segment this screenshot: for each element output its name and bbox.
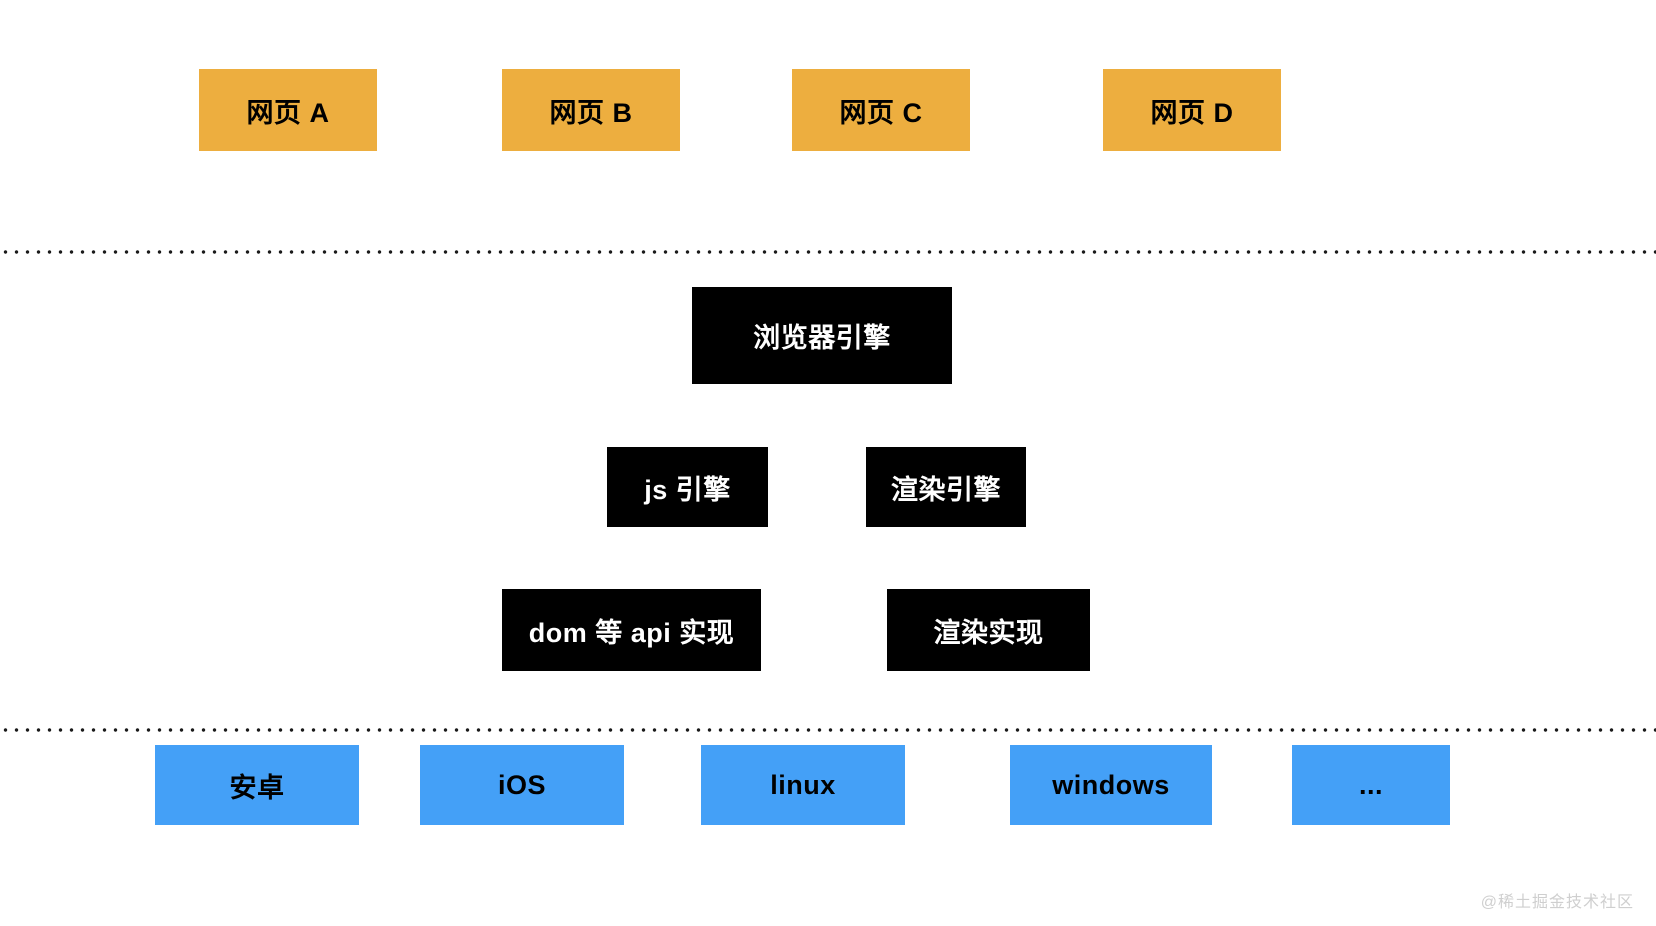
page-box-b[interactable]: 网页 B [502, 69, 680, 151]
page-box-a[interactable]: 网页 A [199, 69, 377, 151]
page-box-d[interactable]: 网页 D [1103, 69, 1281, 151]
divider-top [0, 250, 1656, 254]
page-box-c[interactable]: 网页 C [792, 69, 970, 151]
js-engine-box[interactable]: js 引擎 [607, 447, 768, 527]
os-box-ios[interactable]: iOS [420, 745, 624, 825]
render-impl-box[interactable]: 渲染实现 [887, 589, 1090, 671]
divider-bottom [0, 728, 1656, 732]
watermark: @稀土掘金技术社区 [1480, 894, 1634, 911]
dom-api-impl-box[interactable]: dom 等 api 实现 [502, 589, 761, 671]
render-engine-box[interactable]: 渲染引擎 [866, 447, 1026, 527]
os-box-windows[interactable]: windows [1010, 745, 1212, 825]
os-box-linux[interactable]: linux [701, 745, 905, 825]
os-box-more[interactable]: ... [1292, 745, 1450, 825]
browser-engine-box[interactable]: 浏览器引擎 [692, 287, 952, 384]
os-box-android[interactable]: 安卓 [155, 745, 359, 825]
